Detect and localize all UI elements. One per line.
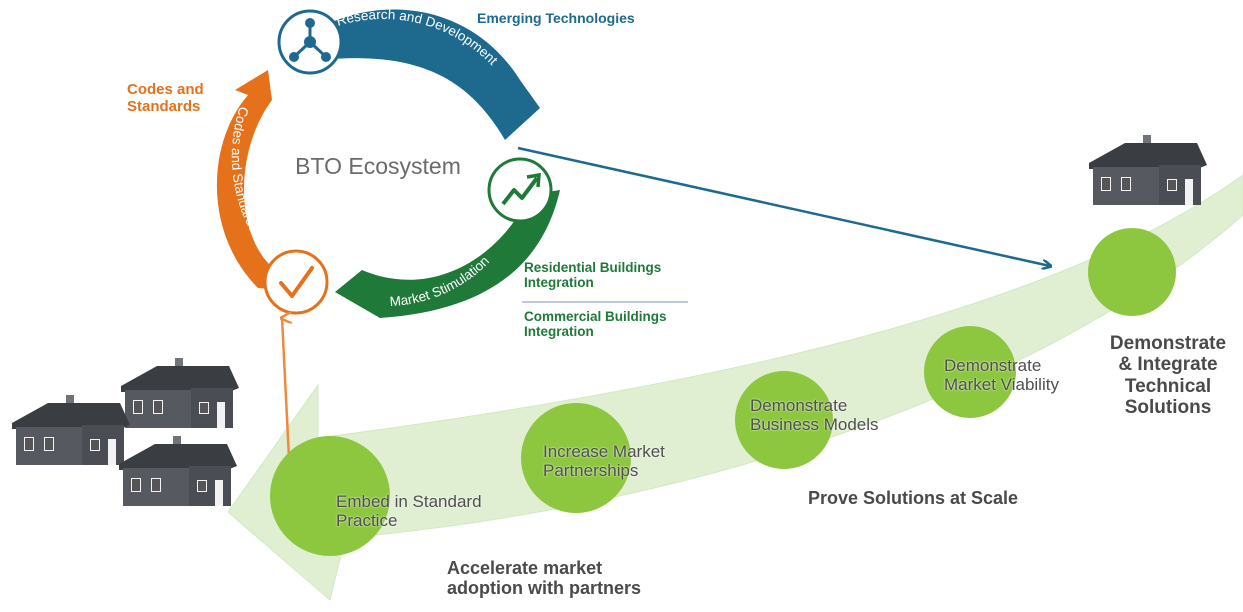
step-circle-business-models — [735, 371, 833, 469]
house-icon — [119, 436, 237, 506]
ecosystem-title: BTO Ecosystem — [295, 153, 461, 179]
step-label-market-viability: Demonstrate Market Viability — [944, 356, 1059, 395]
house-icon — [1089, 135, 1207, 205]
trend-up-icon — [487, 157, 553, 223]
accelerate-adoption-label: Accelerate market adoption with partners — [447, 558, 642, 599]
headline-label: Demonstrate & Integrate Technical Soluti… — [1109, 333, 1227, 418]
step-label-standard-practice: Embed in Standard Practice — [336, 492, 482, 531]
rd-to-demonstrate-arrow — [517, 146, 1050, 266]
step-label-business-models: Demonstrate Business Models — [750, 396, 879, 435]
market-segment — [335, 190, 560, 318]
house-icon — [12, 395, 130, 465]
step-circle-market-viability — [924, 326, 1016, 418]
residential-integration-label: Residential Buildings Integration — [524, 260, 662, 291]
step-circle-standard-practice — [270, 436, 390, 556]
step-label-market-partnerships: Increase Market Partnerships — [543, 442, 665, 481]
step-circle-market-partnerships — [521, 403, 631, 513]
step-circle-integrate — [1088, 228, 1176, 316]
codes-standards-label: Codes and Standards — [127, 81, 204, 115]
molecule-icon — [277, 9, 343, 75]
prove-at-scale-label: Prove Solutions at Scale — [808, 488, 1019, 508]
research-segment — [300, 9, 540, 141]
house-icon — [121, 358, 239, 428]
emerging-technologies-label: Emerging Technologies — [477, 10, 635, 26]
checkmark-icon — [263, 249, 329, 315]
green-swoosh-arrow — [227, 174, 1243, 601]
standard-to-codes-arrow — [282, 318, 290, 479]
commercial-integration-label: Commercial Buildings Integration — [524, 309, 667, 340]
codes-segment — [216, 70, 282, 290]
